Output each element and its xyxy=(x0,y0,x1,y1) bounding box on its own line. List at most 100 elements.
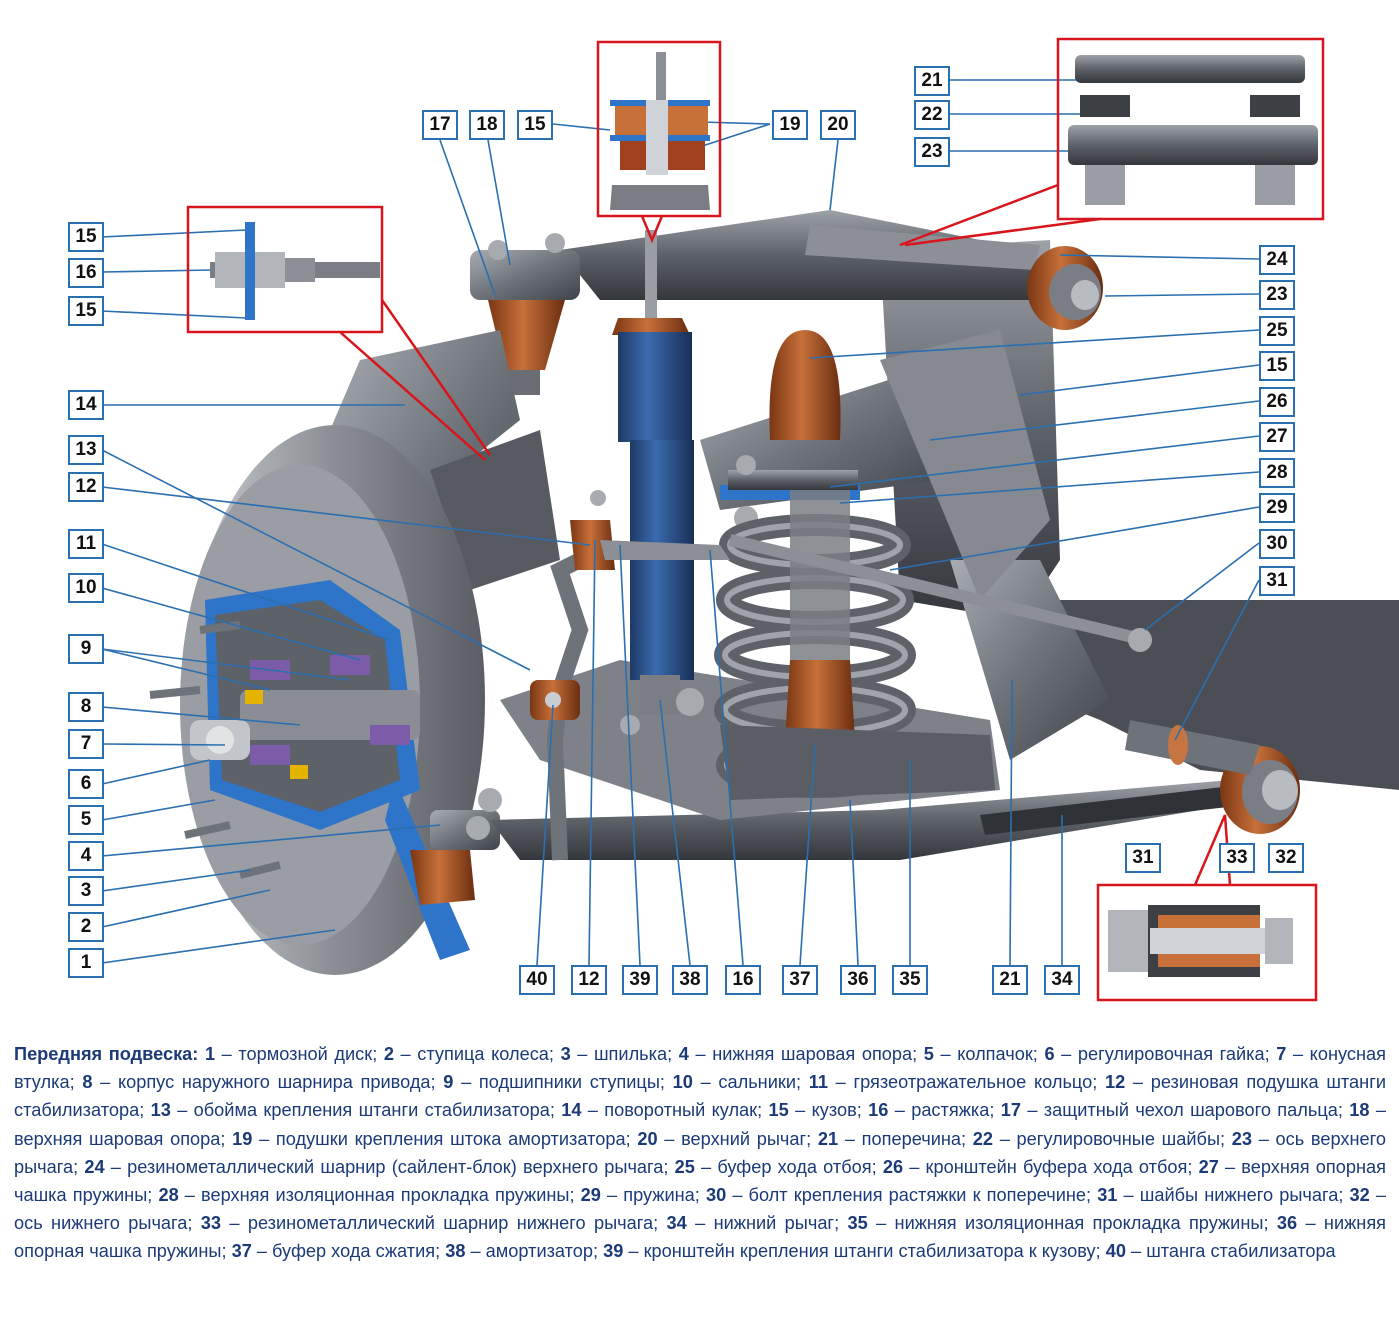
callout-label: 23 xyxy=(914,137,950,167)
tie-rod xyxy=(728,534,1147,646)
caption-entry-text: – подшипники ступицы; xyxy=(453,1072,673,1093)
caption-entry-number: 14 xyxy=(561,1100,582,1121)
caption-entry: 22 – регулировочные шайбы; xyxy=(973,1129,1232,1149)
caption-entry-text: – обойма крепления штанги стабилизатора; xyxy=(170,1100,562,1121)
caption-title: Передняя подвеска: xyxy=(14,1044,199,1064)
callout-label: 38 xyxy=(672,965,708,995)
caption-entry: 31 – шайбы нижнего рычага; xyxy=(1097,1185,1349,1205)
caption-entry-number: 8 xyxy=(82,1072,93,1093)
callout-label: 27 xyxy=(1259,422,1295,452)
caption-entry: 14 – поворотный кулак; xyxy=(561,1100,768,1120)
caption-entry-number: 27 xyxy=(1198,1156,1219,1177)
caption-entry-text: – резинометаллический шарнир (сайлент-бл… xyxy=(104,1156,675,1177)
caption-entry-number: 18 xyxy=(1349,1100,1370,1121)
caption-entry: 1 – тормозной диск; xyxy=(205,1044,384,1064)
caption-entry-text: – корпус наружного шарнира привода; xyxy=(92,1072,444,1093)
callout-label: 22 xyxy=(914,100,950,130)
caption-entry-number: 39 xyxy=(603,1241,624,1262)
caption-items: 1 – тормозной диск; 2 – ступица колеса; … xyxy=(14,1044,1386,1261)
caption-entry-number: 25 xyxy=(674,1156,695,1177)
caption-entry: 9 – подшипники ступицы; xyxy=(443,1072,672,1092)
caption-entry-number: 11 xyxy=(808,1072,828,1093)
callout-label: 33 xyxy=(1219,843,1255,873)
caption-entry-number: 34 xyxy=(666,1213,687,1234)
caption-entry-text: – резинометаллический шарнир нижнего рыч… xyxy=(221,1213,667,1234)
callout-label: 16 xyxy=(725,965,761,995)
caption-entry-text: – нижняя опорная чашка пружины; xyxy=(14,1213,1387,1262)
caption-entry-number: 16 xyxy=(868,1100,889,1121)
rebound-buffer xyxy=(769,330,841,440)
caption-entry-text: – сальники; xyxy=(692,1072,809,1093)
caption-entry-text: – регулировочная гайка; xyxy=(1054,1044,1277,1064)
callout-label: 29 xyxy=(1259,493,1295,523)
callout-label: 15 xyxy=(517,110,553,140)
callout-label: 21 xyxy=(992,965,1028,995)
caption-entry: 27 – верхняя опорная чашка пружины; xyxy=(14,1157,1386,1205)
caption-entry: 20 – верхний рычаг; xyxy=(637,1129,818,1149)
callout-label: 19 xyxy=(772,110,808,140)
caption-entry: 26 – кронштейн буфера хода отбоя; xyxy=(883,1157,1199,1177)
callout-label: 15 xyxy=(68,296,104,326)
caption-entry-number: 4 xyxy=(678,1044,689,1064)
caption-entry-number: 29 xyxy=(580,1185,601,1206)
caption-entry-number: 13 xyxy=(150,1100,171,1121)
callout-label: 5 xyxy=(68,805,104,835)
caption-entry-text: – поворотный кулак; xyxy=(581,1100,769,1121)
caption-entry-text: – верхний рычаг; xyxy=(657,1128,818,1149)
callout-label: 21 xyxy=(914,66,950,96)
caption-entry-number: 24 xyxy=(84,1156,105,1177)
caption-entry-number: 31 xyxy=(1097,1185,1118,1206)
caption-entry-text: – тормозной диск; xyxy=(215,1044,384,1064)
caption-entry-text: – буфер хода отбоя; xyxy=(694,1156,883,1177)
tie-rod-bolt xyxy=(1128,628,1152,652)
callout-label: 23 xyxy=(1259,280,1295,310)
caption-entry: 33 – резинометаллический шарнир нижнего … xyxy=(201,1213,667,1233)
caption-entry-number: 37 xyxy=(231,1241,252,1262)
caption-entry-text: – кронштейн крепления штанги стабилизато… xyxy=(623,1241,1106,1262)
caption-entry-number: 36 xyxy=(1276,1213,1298,1234)
suspension-diagram: 15 16 15 14 13 12 11 10 9 8 7 6 5 4 3 2 … xyxy=(68,37,1399,1002)
caption-entry-number: 26 xyxy=(882,1156,904,1177)
caption-entry: 8 – корпус наружного шарнира привода; xyxy=(82,1072,443,1092)
caption-entry-number: 6 xyxy=(1044,1044,1055,1064)
callout-label: 8 xyxy=(68,692,104,722)
caption-entry-number: 17 xyxy=(1000,1100,1021,1121)
caption-entry: 21 – поперечина; xyxy=(818,1129,973,1149)
caption-entry-number: 28 xyxy=(158,1185,179,1206)
callout-label: 15 xyxy=(1259,351,1295,381)
callout-label: 39 xyxy=(622,965,658,995)
caption-entry: 4 – нижняя шаровая опора; xyxy=(679,1044,924,1064)
caption-entry-text: – шайбы нижнего рычага; xyxy=(1117,1185,1350,1206)
caption-entry-text: – колпачок; xyxy=(933,1044,1045,1064)
figure-caption: Передняя подвеска: 1 – тормозной диск; 2… xyxy=(14,1040,1386,1266)
callout-label: 31 xyxy=(1125,843,1161,873)
caption-entry: 32 – ось нижнего рычага; xyxy=(14,1185,1386,1233)
caption-entry: 3 – шпилька; xyxy=(561,1044,679,1064)
caption-entry-number: 2 xyxy=(383,1044,394,1064)
callout-label: 28 xyxy=(1259,458,1295,488)
caption-entry-text: – ось верхнего рычага; xyxy=(14,1128,1387,1177)
caption-entry-number: 12 xyxy=(1105,1072,1126,1093)
caption-entry-text: – ось нижнего рычага; xyxy=(14,1185,1387,1234)
caption-entry: 19 – подушки крепления штока амортизатор… xyxy=(232,1129,637,1149)
callout-label: 7 xyxy=(68,729,104,759)
caption-entry-number: 20 xyxy=(637,1128,658,1149)
caption-entry-text: – нижняя шаровая опора; xyxy=(688,1044,924,1064)
callout-label: 11 xyxy=(68,529,104,559)
caption-entry: 25 – буфер хода отбоя; xyxy=(675,1157,883,1177)
caption-entry-number: 1 xyxy=(204,1044,216,1064)
callout-label: 16 xyxy=(68,258,104,288)
caption-entry: 34 – нижний рычаг; xyxy=(667,1213,848,1233)
caption-entry-number: 10 xyxy=(672,1072,693,1093)
caption-entry-text: – защитный чехол шарового пальца; xyxy=(1020,1100,1350,1121)
caption-entry: 7 – конусная втулка; xyxy=(14,1044,1386,1092)
caption-entry-text: – подушки крепления штока амортизатора; xyxy=(252,1128,638,1149)
caption-entry: 36 – нижняя опорная чашка пружины; xyxy=(14,1213,1386,1261)
inset-lower-arm-bushing xyxy=(1108,905,1293,977)
callout-label: 24 xyxy=(1259,245,1295,275)
callout-label: 17 xyxy=(422,110,458,140)
callout-label: 6 xyxy=(68,769,104,799)
caption-entry-text: – кузов; xyxy=(788,1100,869,1121)
caption-entry: 35 – нижняя изоляционная прокладка пружи… xyxy=(847,1213,1276,1233)
caption-entry-number: 33 xyxy=(200,1213,222,1234)
